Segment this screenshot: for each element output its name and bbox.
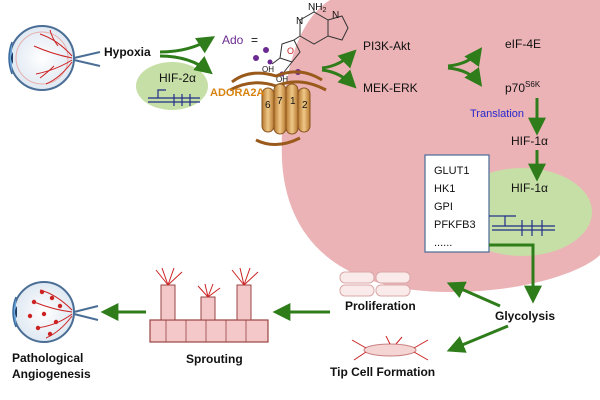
sprouting-vessel-icon <box>149 267 269 343</box>
target-gene-item: HK1 <box>434 183 455 195</box>
helix-label-6: 6 <box>265 100 271 111</box>
pathological-angiogenesis-line2: Angiogenesis <box>12 367 91 381</box>
translation-label: Translation <box>470 108 524 120</box>
helix-label-1: 1 <box>290 96 296 107</box>
eye-icon <box>8 25 101 91</box>
arrow-to-eif4e <box>447 47 483 68</box>
diseased-eye-icon <box>12 281 99 343</box>
adora2a-receptor <box>229 70 327 146</box>
proliferating-cells-icon <box>339 271 411 297</box>
arrow-glycolysis-to-tip-cell <box>446 324 509 353</box>
sprouting-label: Sprouting <box>186 352 243 366</box>
target-gene-item: GLUT1 <box>434 165 469 177</box>
pathological-angiogenesis-line1: Pathological <box>12 351 83 365</box>
adenosine-o: O <box>287 46 294 56</box>
adora2a-label: ADORA2A <box>210 87 264 99</box>
hif2a-label: HIF-2α <box>159 71 196 85</box>
helix-label-2: 2 <box>302 100 308 111</box>
hif1a-cytoplasm-label: HIF-1α <box>511 134 548 148</box>
adenosine-oh2: OH <box>276 75 288 84</box>
hif1a-promoter-icon <box>489 215 555 236</box>
hif1a-nuclear-label: HIF-1α <box>511 181 548 195</box>
target-gene-item: ...... <box>434 237 452 249</box>
adenosine-structure <box>271 4 349 73</box>
adenosine-n1: N <box>296 16 303 27</box>
gene-promoter-icon <box>148 89 200 106</box>
arrow-to-p70 <box>447 66 483 87</box>
glycolysis-label: Glycolysis <box>495 309 555 323</box>
helix-label-7: 7 <box>277 96 283 107</box>
arrow-genes-to-glycolysis <box>489 243 542 304</box>
ado-label: Ado <box>222 33 244 47</box>
arrow-hypoxia-to-adora2a <box>159 54 213 75</box>
pi3k-akt-label: PI3K-Akt <box>363 39 411 53</box>
arrow-receptor-to-pi3k <box>321 49 357 70</box>
adenosine-oh1: OH <box>262 65 274 74</box>
target-gene-item: PFKFB3 <box>434 219 476 231</box>
hypoxia-label: Hypoxia <box>104 45 151 59</box>
arrow-hypoxia-to-ado <box>159 36 216 54</box>
arrow-receptor-to-mek <box>321 68 357 89</box>
hif2a-bubble <box>136 62 208 110</box>
mek-erk-label: MEK-ERK <box>363 81 418 95</box>
eif4e-label: eIF-4E <box>505 37 541 51</box>
adenosine-n2: N <box>332 10 339 21</box>
target-gene-list: GLUT1 HK1 GPI PFKFB3 ...... <box>434 165 476 249</box>
proliferation-label: Proliferation <box>345 299 416 313</box>
arrow-glycolysis-to-proliferation <box>446 281 501 308</box>
ado-equals: = <box>251 33 258 47</box>
tip-cell-formation-label: Tip Cell Formation <box>330 365 435 379</box>
target-gene-box <box>424 154 490 253</box>
adenosine-amine: NH2 <box>308 2 326 14</box>
p70s6k-label: p70S6K <box>505 80 541 95</box>
tip-cell-icon <box>351 335 429 361</box>
target-gene-item: GPI <box>434 201 453 213</box>
